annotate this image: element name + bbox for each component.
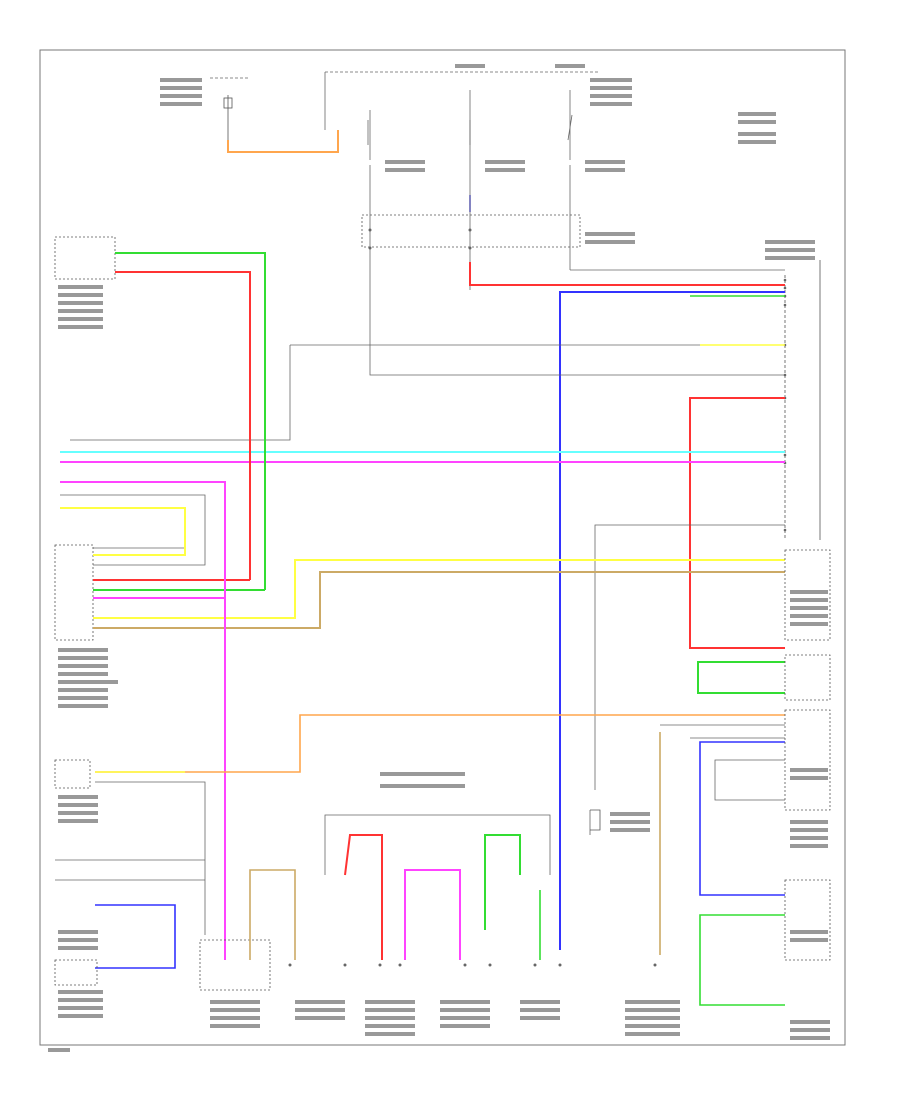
airbag-sensor-assembly xyxy=(54,481,785,960)
left-sensor-top xyxy=(54,236,266,590)
gateway-module xyxy=(590,809,650,832)
wire-red-top xyxy=(469,262,785,286)
footer-code-mark xyxy=(48,1048,70,1052)
diagram-frame xyxy=(39,49,846,1046)
wire-orange-mid xyxy=(95,714,785,773)
wire-orange-top xyxy=(227,130,339,153)
body-ecu-connector xyxy=(765,240,821,540)
right-modules xyxy=(697,549,831,1040)
buckle-switch xyxy=(54,759,98,823)
bottom-connector-row xyxy=(199,772,680,1036)
occupant-sensor xyxy=(54,859,205,1018)
wire-blue-long xyxy=(559,291,785,950)
top-fuse-area xyxy=(160,64,776,370)
